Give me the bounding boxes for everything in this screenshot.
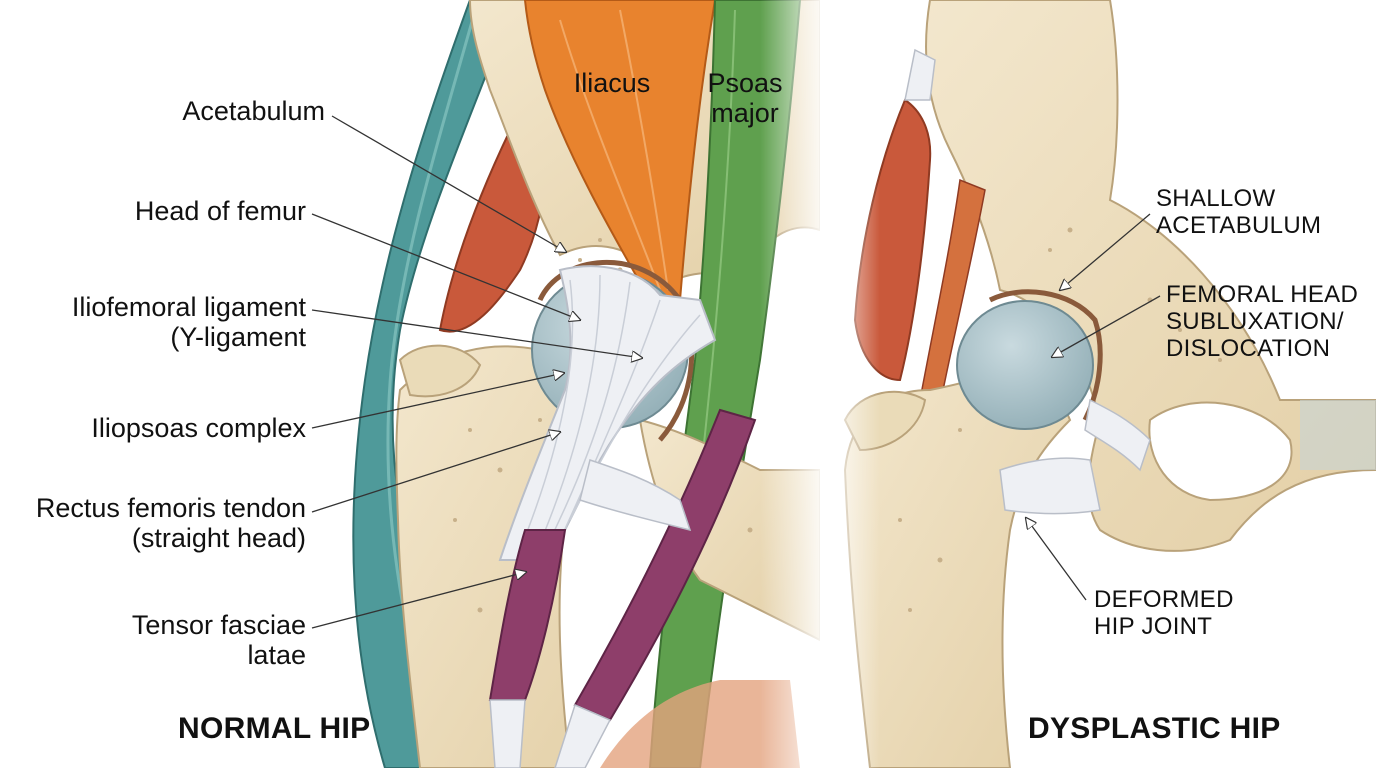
label-iliacus: Iliacus bbox=[573, 68, 651, 98]
leader-rectus-femoris bbox=[311, 432, 560, 513]
obturator-foramen bbox=[1148, 401, 1293, 502]
dysplastic-femoral-head bbox=[956, 300, 1094, 430]
label-femoral-head-subluxation: FEMORAL HEAD SUBLUXATION/ DISLOCATION bbox=[1166, 281, 1359, 362]
leader-femoral-head-subluxation bbox=[1052, 295, 1161, 357]
label-tensor-fasciae-latae: Tensor fasciae latae bbox=[131, 610, 306, 671]
leader-shallow-acetabulum bbox=[1060, 213, 1151, 290]
leader-deformed-hip-joint bbox=[1026, 518, 1087, 601]
title-normal-hip: NORMAL HIP bbox=[178, 712, 371, 745]
label-psoas-major: Psoas major bbox=[707, 68, 783, 129]
title-dysplastic-hip: DYSPLASTIC HIP bbox=[1028, 712, 1281, 745]
iliacus-muscle bbox=[523, 0, 717, 301]
label-iliopsoas-complex: Iliopsoas complex bbox=[91, 413, 306, 443]
dysplastic-hip-illustration bbox=[820, 0, 1376, 768]
leader-acetabulum bbox=[331, 115, 566, 252]
teal-muscle bbox=[352, 0, 517, 768]
dysplastic-ligament bbox=[999, 457, 1101, 515]
label-rectus-femoris-tendon: Rectus femoris tendon (straight head) bbox=[35, 493, 306, 554]
label-deformed-hip-joint: DEFORMED HIP JOINT bbox=[1094, 586, 1234, 640]
label-shallow-acetabulum: SHALLOW ACETABULUM bbox=[1156, 185, 1322, 239]
leader-tensor-fasciae bbox=[311, 572, 526, 629]
label-iliofemoral-ligament: Iliofemoral ligament (Y-ligament bbox=[71, 292, 306, 353]
label-head-of-femur: Head of femur bbox=[134, 196, 306, 226]
label-acetabulum: Acetabulum bbox=[182, 96, 325, 126]
shallow-acetabulum-rim bbox=[988, 289, 1103, 422]
greater-trochanter bbox=[398, 344, 482, 398]
leader-iliofemoral-ligament bbox=[311, 309, 642, 358]
leader-iliopsoas-complex bbox=[311, 373, 564, 429]
leader-head-of-femur bbox=[311, 213, 580, 320]
leader-lines bbox=[311, 115, 1161, 629]
